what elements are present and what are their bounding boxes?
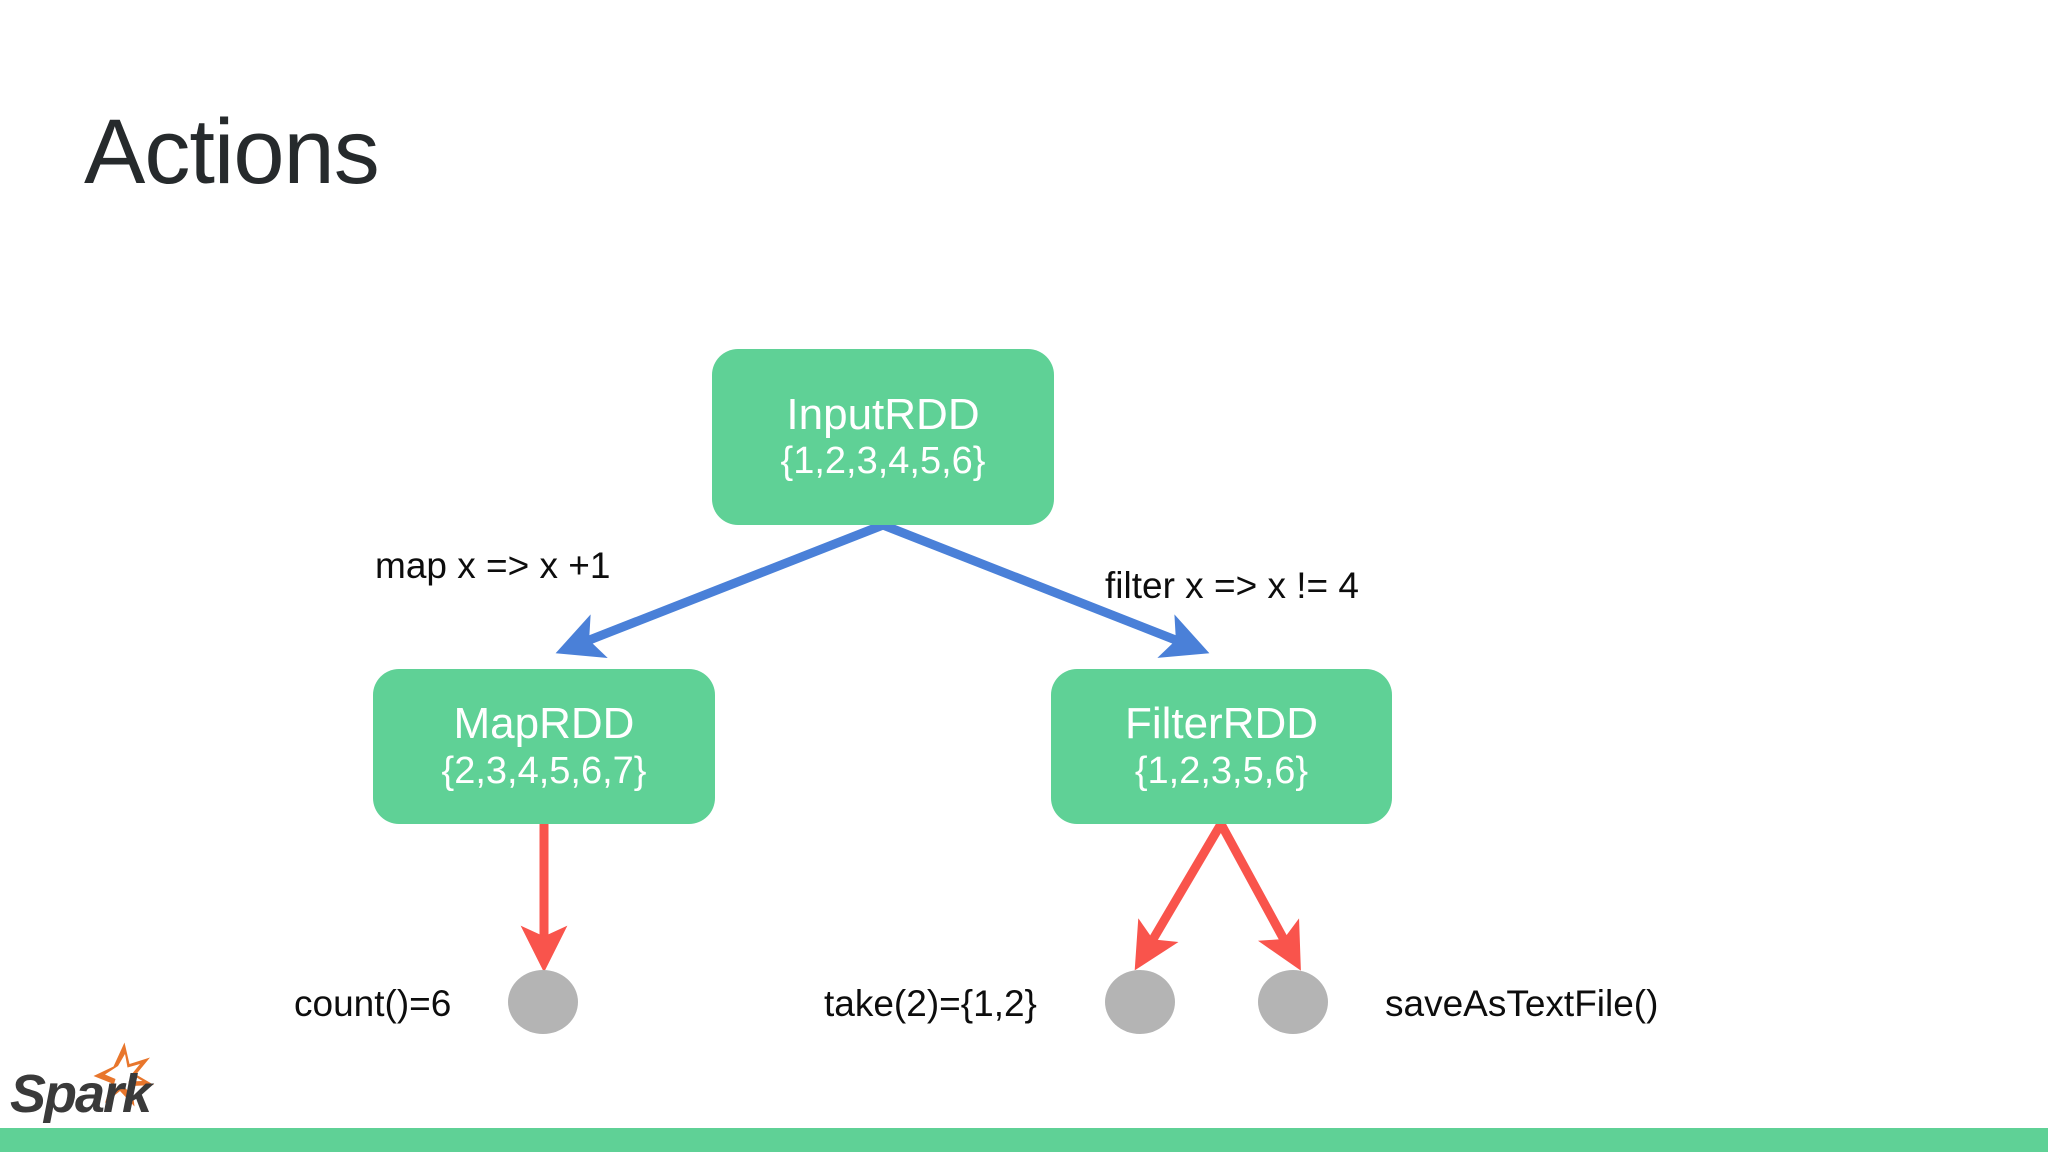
transformation-label-map: map x => x +1 <box>375 545 611 586</box>
action-label-save-as-text-file: saveAsTextFile() <box>1385 983 1659 1024</box>
page-title: Actions <box>84 101 380 203</box>
action-result-dot-count[interactable] <box>508 970 578 1034</box>
action-result-dot-take[interactable] <box>1105 970 1175 1034</box>
action-label-count: count()=6 <box>294 983 452 1024</box>
spark-star-inner <box>105 1054 143 1093</box>
footer-bar <box>0 1128 2048 1152</box>
rdd-node-input[interactable]: InputRDD {1,2,3,4,5,6} <box>712 349 1054 525</box>
edge-filter-to-take <box>1134 821 1225 971</box>
edge-input-to-map <box>555 520 885 658</box>
spark-logo: Spark <box>10 1042 157 1124</box>
rdd-node-input-name: InputRDD <box>786 389 980 439</box>
transformation-label-filter: filter x => x != 4 <box>1105 565 1359 606</box>
rdd-node-map[interactable]: MapRDD {2,3,4,5,6,7} <box>373 669 715 824</box>
rdd-node-filter-set: {1,2,3,5,6} <box>1134 749 1309 792</box>
rdd-node-input-set: {1,2,3,4,5,6} <box>780 440 986 483</box>
rdd-node-map-set: {2,3,4,5,6,7} <box>441 749 647 792</box>
action-result-dot-save-as-text-file[interactable] <box>1258 970 1328 1034</box>
action-label-take: take(2)={1,2} <box>824 983 1037 1024</box>
rdd-node-map-name: MapRDD <box>453 699 635 749</box>
rdd-node-filter-name: FilterRDD <box>1124 699 1319 749</box>
edge-filter-to-saveastextfile <box>1217 821 1301 971</box>
rdd-node-filter[interactable]: FilterRDD {1,2,3,5,6} <box>1051 669 1392 824</box>
spark-wordmark: Spark <box>10 1064 155 1124</box>
